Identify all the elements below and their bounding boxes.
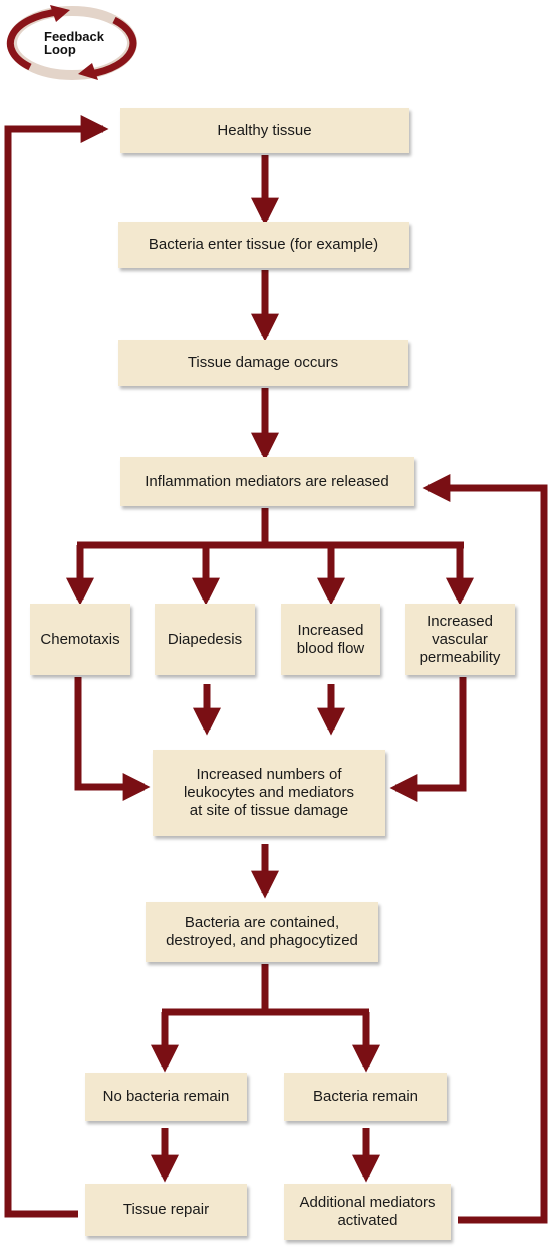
node-chemotaxis: Chemotaxis — [30, 604, 130, 675]
node-no-bacteria: No bacteria remain — [85, 1073, 247, 1121]
node-bacteria-remain: Bacteria remain — [284, 1073, 447, 1121]
feedback-loop-label: Feedback Loop — [44, 29, 104, 57]
node-mediators-released: Inflammation mediators are released — [120, 457, 414, 506]
node-bacteria-enter: Bacteria enter tissue (for example) — [118, 222, 409, 268]
branch-contained-split — [162, 964, 369, 1016]
loop-repair-to-healthy — [4, 115, 109, 1218]
node-diapedesis: Diapedesis — [155, 604, 255, 675]
node-bacteria-contained: Bacteria are contained, destroyed, and p… — [146, 902, 378, 962]
node-additional-mediators: Additional mediators activated — [284, 1184, 451, 1240]
circular-arrows-icon — [6, 5, 137, 80]
node-blood-flow: Increased blood flow — [281, 604, 380, 675]
node-tissue-damage: Tissue damage occurs — [118, 340, 408, 386]
node-leukocytes: Increased numbers of leukocytes and medi… — [153, 750, 385, 836]
node-tissue-repair: Tissue repair — [85, 1184, 247, 1236]
node-healthy-tissue: Healthy tissue — [120, 108, 409, 153]
node-permeability: Increased vascular permeability — [405, 604, 515, 675]
arrow-chemotaxis-to-leukocytes — [74, 677, 151, 801]
branch-mediators-split — [77, 508, 464, 549]
loop-additional-to-mediators — [422, 474, 548, 1224]
arrow-permeability-to-leukocytes — [389, 677, 467, 802]
feedback-loop-badge: Feedback Loop — [4, 0, 140, 82]
